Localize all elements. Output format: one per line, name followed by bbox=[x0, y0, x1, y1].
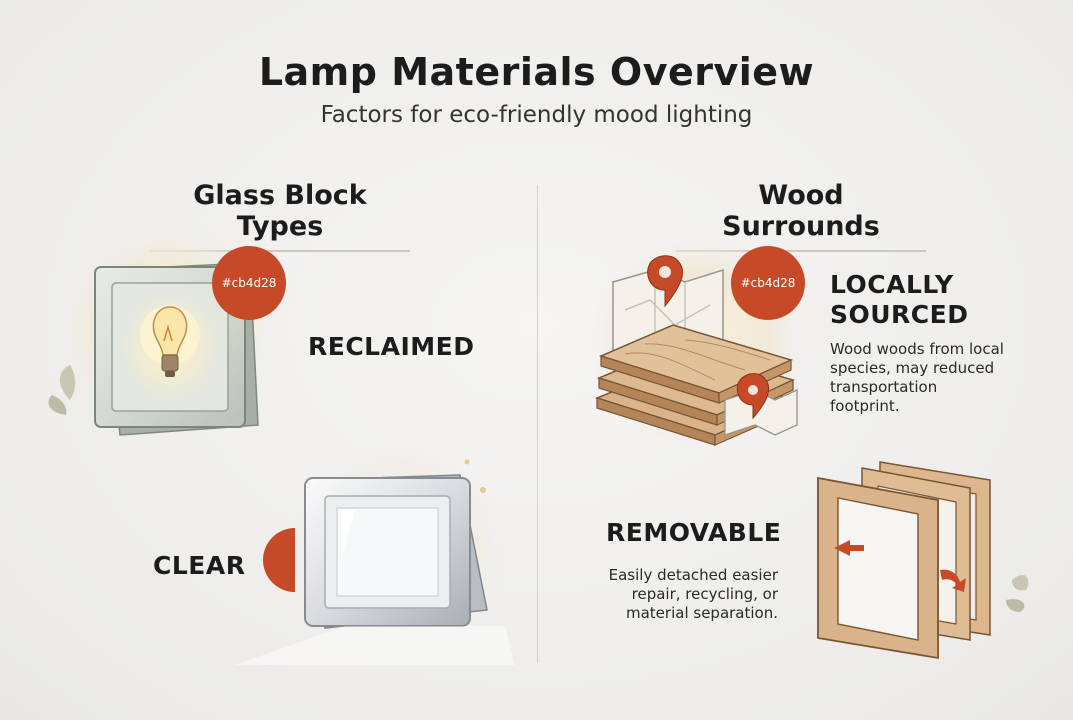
local-desc-line: transportation bbox=[830, 378, 938, 396]
light-bulb-icon bbox=[140, 305, 200, 377]
local-desc-line: species, may reduced bbox=[830, 359, 995, 377]
wood-section-rule bbox=[676, 250, 926, 252]
location-pin-icon bbox=[647, 255, 683, 308]
clear-label: CLEAR bbox=[153, 551, 246, 580]
reclaimed-color-badge: #cb4d28 bbox=[212, 246, 286, 320]
local-label-line2: SOURCED bbox=[830, 300, 969, 329]
local-desc-line: footprint. bbox=[830, 397, 900, 415]
glass-section-heading: Glass Block Types bbox=[150, 180, 410, 252]
location-pin-icon-2 bbox=[736, 373, 769, 420]
local-label: LOCALLY SOURCED bbox=[830, 270, 969, 330]
reclaimed-label: RECLAIMED bbox=[308, 332, 475, 361]
local-desc-line: Wood woods from local bbox=[830, 340, 1004, 358]
page-title: Lamp Materials Overview bbox=[258, 50, 815, 94]
glass-section-rule bbox=[150, 250, 410, 252]
glass-section-title: Glass Block Types bbox=[193, 180, 367, 242]
arrow-left-icon bbox=[834, 540, 864, 556]
removable-desc-line: material separation. bbox=[626, 604, 778, 622]
local-color-badge: #cb4d28 bbox=[731, 246, 805, 320]
local-description: Wood woods from local species, may reduc… bbox=[830, 340, 1030, 416]
local-label-line1: LOCALLY bbox=[830, 270, 954, 299]
clear-glass-block-illustration bbox=[235, 442, 515, 665]
removable-description: Easily detached easier repair, recycling… bbox=[590, 566, 778, 623]
removable-wood-frame-illustration bbox=[800, 460, 1029, 660]
wood-section-heading: Wood Surrounds bbox=[676, 180, 926, 252]
page-subtitle: Factors for eco-friendly mood lighting bbox=[320, 102, 753, 128]
removable-desc-line: Easily detached easier bbox=[608, 566, 778, 584]
wood-frame-front bbox=[817, 476, 939, 660]
leaf-icon bbox=[48, 365, 76, 415]
arrow-right-icon bbox=[940, 569, 966, 592]
column-divider bbox=[537, 185, 538, 663]
leaf-icon-2 bbox=[1006, 574, 1029, 612]
removable-desc-line: repair, recycling, or bbox=[631, 585, 778, 603]
removable-label: REMOVABLE bbox=[606, 518, 782, 547]
wood-section-title: Wood Surrounds bbox=[722, 180, 880, 242]
